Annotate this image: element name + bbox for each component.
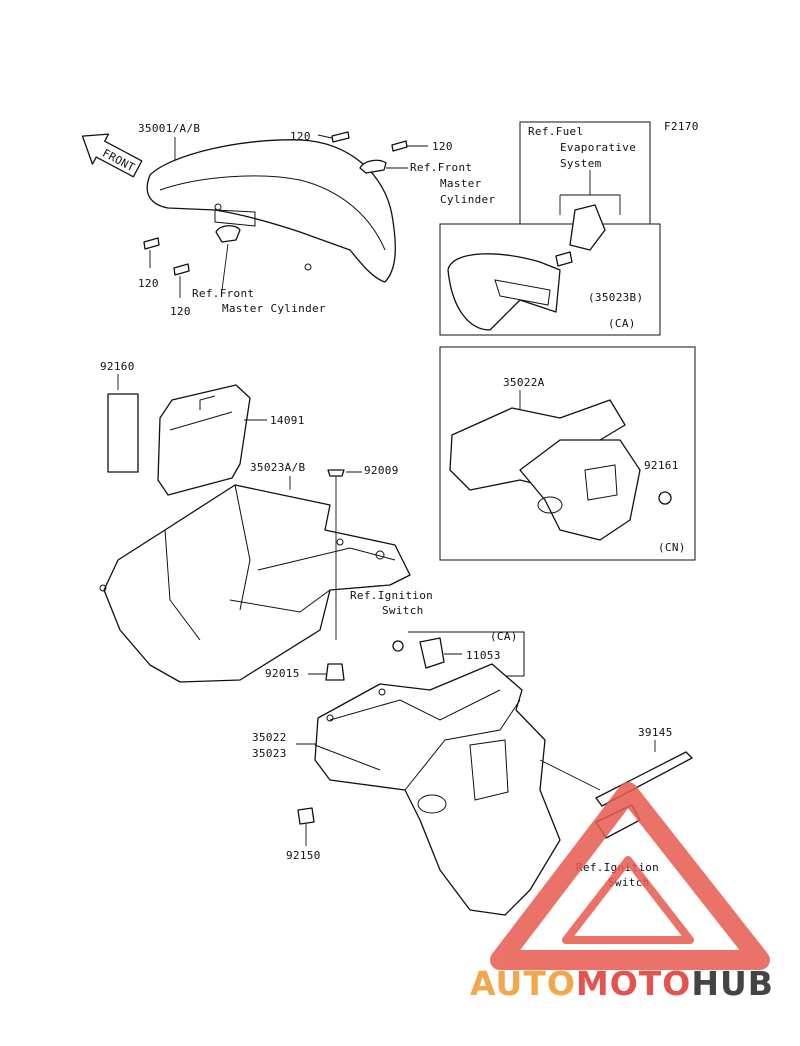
label-35023ab: 35023A/B: [250, 461, 305, 474]
bolt-92150: [297, 807, 315, 846]
label-ca-2: (CA): [490, 630, 518, 643]
label-92009: 92009: [364, 464, 399, 477]
brake-hose-clip-lower: [215, 225, 241, 291]
ref-fuel-evap: Ref.Fuel Evaporative System: [528, 125, 643, 170]
watermark-text: AUTOMOTOHUB: [470, 964, 774, 1003]
label-92015: 92015: [265, 667, 300, 680]
label-120-top: 120: [290, 130, 311, 143]
label-120-left: 120: [138, 277, 159, 290]
front-fender: [146, 139, 396, 283]
ref-front-master-cyl-2: Ref.Front Master Cylinder: [192, 287, 326, 315]
inner-fender-35023ab: [99, 484, 411, 683]
pad-92160: [107, 393, 139, 473]
inset-ca-fuel-evap: [439, 223, 661, 336]
rear-fender-inset-ca: [447, 204, 606, 331]
inset-cn: [439, 346, 696, 561]
label-14091: 14091: [270, 414, 305, 427]
bolt-120-bottom: [173, 263, 190, 298]
cover-14091: [157, 384, 251, 496]
bolt-120-top: [317, 131, 350, 143]
label-92161: 92161: [644, 459, 679, 472]
label-120-bottom: 120: [170, 305, 191, 318]
rear-fender-bracket-cn: [449, 399, 641, 541]
bracket-11053: [392, 637, 445, 669]
bolt-120-top-right: [391, 140, 428, 152]
label-ca-1: (CA): [608, 317, 636, 330]
label-35001: 35001/A/B: [138, 122, 200, 135]
automotohub-watermark-logo: [490, 782, 770, 970]
label-92160: 92160: [100, 360, 135, 373]
label-120-top-right: 120: [432, 140, 453, 153]
label-35023b: (35023B): [588, 291, 643, 304]
ref-ignition-1: Ref.Ignition Switch: [350, 589, 440, 617]
reflector-92161: [658, 491, 672, 505]
label-11053: 11053: [466, 649, 501, 662]
label-35023: 35023: [252, 747, 287, 760]
rear-fender-35022-35023: [314, 663, 561, 916]
inset-ca-header-box: [519, 121, 651, 224]
brake-hose-clip-upper: [359, 159, 408, 174]
ref-front-master-cyl-1: Ref.Front Master Cylinder: [410, 161, 495, 206]
label-cn: (CN): [658, 541, 686, 554]
front-direction-arrow: FRONT: [81, 133, 143, 178]
grommet-92015: [325, 663, 345, 681]
label-92150: 92150: [286, 849, 321, 862]
figure-code: F2170: [664, 120, 699, 133]
label-35022: 35022: [252, 731, 287, 744]
screw-92009: [327, 469, 362, 640]
bolt-120-left: [143, 237, 160, 268]
label-39145: 39145: [638, 726, 673, 739]
label-35022a: 35022A: [503, 376, 545, 389]
